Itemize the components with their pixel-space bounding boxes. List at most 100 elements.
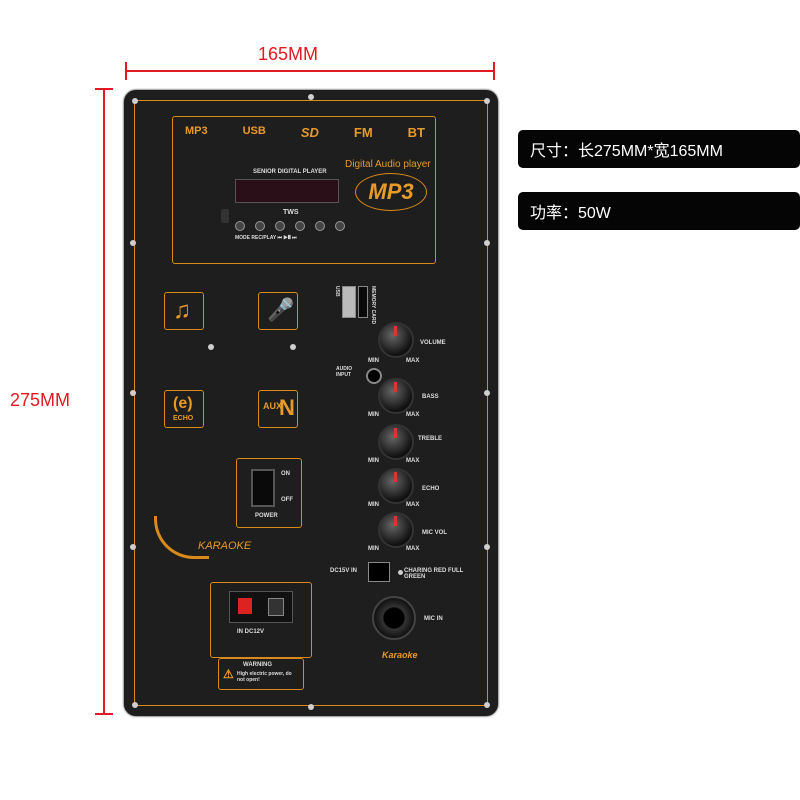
size-spec-text: 尺寸：长275MM*宽165MM bbox=[530, 143, 723, 160]
screw bbox=[484, 544, 490, 550]
height-dimension-label: 275MM bbox=[10, 390, 71, 410]
top-icon-row: MP3 USB SD FM BT bbox=[185, 125, 425, 140]
microphone-icon: 🎤 bbox=[267, 297, 295, 322]
control-button-row bbox=[235, 221, 355, 231]
sd-card-slot[interactable] bbox=[358, 286, 368, 318]
tws-label: TWS bbox=[283, 209, 299, 216]
amplifier-panel: MP3 USB SD FM BT SENIOR DIGITAL PLAYER D… bbox=[124, 90, 498, 716]
echo-knob-label: ECHO bbox=[422, 486, 440, 492]
power-switch[interactable] bbox=[251, 469, 275, 507]
sd-format-icon: SD bbox=[300, 125, 319, 140]
charging-label: CHARING RED FULL GREEN bbox=[404, 568, 464, 580]
treble-label: TREBLE bbox=[418, 436, 442, 442]
black-terminal[interactable] bbox=[268, 598, 284, 616]
bass-knob[interactable] bbox=[378, 378, 414, 414]
aux-icon: AUX N bbox=[258, 390, 298, 428]
karaoke-logo: KARAOKE bbox=[198, 540, 252, 552]
screw bbox=[484, 702, 490, 708]
mic-vol-knob[interactable] bbox=[378, 512, 414, 548]
player-module: MP3 USB SD FM BT SENIOR DIGITAL PLAYER D… bbox=[172, 116, 436, 264]
bass-min-label: MIN bbox=[368, 412, 379, 418]
charging-led bbox=[398, 570, 403, 575]
warning-box: WARNING High electric power, do not open… bbox=[218, 658, 304, 690]
display-title: SENIOR DIGITAL PLAYER bbox=[253, 169, 327, 175]
mic-in-jack[interactable] bbox=[372, 596, 416, 640]
height-dimension-line bbox=[103, 88, 105, 714]
control-labels: MODE REC/PLAY ⏮ ▶❙❙ ⏭ bbox=[235, 235, 297, 241]
audio-input-jack[interactable] bbox=[366, 368, 382, 384]
screw bbox=[130, 240, 136, 246]
width-dimension-label: 165MM bbox=[258, 44, 319, 64]
width-dimension-tick-left bbox=[125, 62, 127, 80]
echo-min-label: MIN bbox=[368, 502, 379, 508]
screw bbox=[308, 704, 314, 710]
screw bbox=[130, 544, 136, 550]
dc15v-label: DC15V IN bbox=[330, 568, 358, 574]
width-dimension-tick-right bbox=[493, 62, 495, 80]
next-button[interactable] bbox=[315, 221, 325, 231]
indicator-led bbox=[290, 344, 296, 350]
digital-audio-label: Digital Audio player bbox=[345, 159, 431, 170]
red-terminal[interactable] bbox=[238, 598, 252, 614]
screw bbox=[484, 98, 490, 104]
warning-text: High electric power, do not open! bbox=[237, 671, 292, 683]
screw bbox=[132, 702, 138, 708]
bass-max-label: MAX bbox=[406, 412, 420, 418]
rec-play-button[interactable] bbox=[255, 221, 265, 231]
volume-knob[interactable] bbox=[378, 322, 414, 358]
ir-sensor bbox=[221, 209, 229, 223]
mp3-format-icon: MP3 bbox=[185, 125, 208, 137]
treble-min-label: MIN bbox=[368, 458, 379, 464]
usb-format-icon: USB bbox=[242, 125, 266, 137]
height-dimension-tick-bottom bbox=[95, 713, 113, 715]
screw bbox=[132, 98, 138, 104]
power-switch-panel: ON OFF POWER bbox=[236, 458, 302, 528]
lcd-display bbox=[235, 179, 339, 203]
dc-jack[interactable] bbox=[368, 562, 390, 582]
screw bbox=[484, 240, 490, 246]
speaker-terminal[interactable] bbox=[229, 591, 293, 623]
previous-button[interactable] bbox=[275, 221, 285, 231]
power-label: POWER bbox=[255, 513, 278, 519]
mic-vol-max-label: MAX bbox=[406, 546, 420, 552]
memory-card-label: MEMORY CARD bbox=[370, 286, 376, 325]
mic-vol-label: MIC VOL bbox=[422, 530, 447, 536]
power-spec-text: 功率：50W bbox=[530, 205, 611, 222]
bt-format-icon: BT bbox=[407, 125, 425, 140]
bass-label: BASS bbox=[422, 394, 439, 400]
volume-max-label: MAX bbox=[406, 358, 420, 364]
screw bbox=[308, 94, 314, 100]
treble-knob[interactable] bbox=[378, 424, 414, 460]
on-label: ON bbox=[281, 471, 290, 477]
play-pause-button[interactable] bbox=[295, 221, 305, 231]
aux-in-icon: N bbox=[279, 395, 295, 420]
karaoke-small-logo: Karaoke bbox=[382, 650, 418, 660]
dc-input-connector-panel: IN DC12V bbox=[210, 582, 312, 658]
aux-label: AUX bbox=[263, 401, 283, 411]
mic-vol-min-label: MIN bbox=[368, 546, 379, 552]
fm-format-icon: FM bbox=[353, 125, 373, 140]
power-spec-badge: 功率：50W bbox=[518, 192, 800, 230]
volume-min-label: MIN bbox=[368, 358, 379, 364]
warning-label: WARNING bbox=[243, 662, 272, 668]
music-note-icon: ♫ bbox=[173, 297, 191, 324]
size-spec-badge: 尺寸：长275MM*宽165MM bbox=[518, 130, 800, 168]
warning-icon: ⚠ bbox=[223, 667, 234, 681]
height-dimension-tick-top bbox=[95, 88, 113, 90]
indicator-led bbox=[208, 344, 214, 350]
music-mode-icon: ♫ bbox=[164, 292, 204, 330]
screw bbox=[484, 390, 490, 396]
echo-label: ECHO bbox=[173, 415, 194, 422]
echo-symbol-icon: (e) bbox=[173, 395, 193, 412]
extra-button[interactable] bbox=[335, 221, 345, 231]
echo-knob[interactable] bbox=[378, 468, 414, 504]
echo-max-label: MAX bbox=[406, 502, 420, 508]
mp3-logo: MP3 bbox=[355, 173, 427, 211]
usb-port[interactable] bbox=[342, 286, 356, 318]
usb-label: USB bbox=[334, 286, 340, 297]
karaoke-mode-icon: 🎤 bbox=[258, 292, 298, 330]
dc12v-label: IN DC12V bbox=[237, 629, 265, 635]
audio-input-label: AUDIO INPUT bbox=[336, 366, 353, 378]
width-dimension-line bbox=[126, 70, 494, 72]
mode-button[interactable] bbox=[235, 221, 245, 231]
